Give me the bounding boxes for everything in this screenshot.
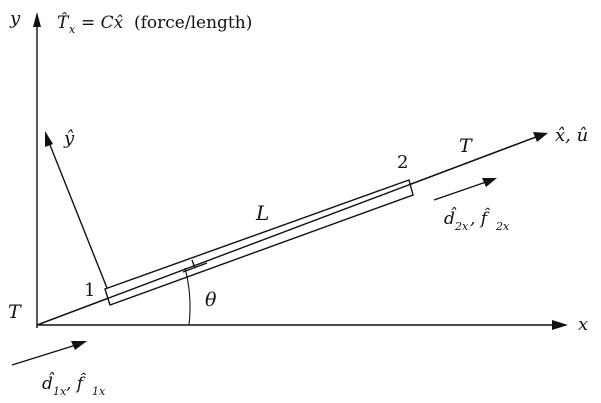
svg-text:T̂: T̂: [57, 13, 70, 33]
arrowhead-icon: [482, 178, 497, 187]
arrowhead-icon: [45, 131, 53, 147]
node-1-force-arrow: [11, 341, 87, 366]
node-2-force-arrow: [433, 178, 497, 201]
tension-right-label: T: [459, 135, 473, 157]
svg-text:(force/length): (force/length): [134, 13, 252, 33]
svg-text:d̂: d̂: [42, 372, 55, 394]
y-axis-label: y: [9, 8, 21, 29]
node-2-label: 2: [397, 152, 408, 173]
length-label: L: [255, 201, 269, 225]
svg-text:x: x: [69, 23, 76, 36]
svg-text:1x: 1x: [92, 385, 106, 398]
angle-arc: [184, 267, 191, 326]
arrowhead-icon: [71, 341, 87, 350]
local-y-axis: [45, 131, 110, 294]
global-x-axis: [37, 320, 568, 330]
angle-label: θ: [205, 289, 217, 311]
node-2-dof-label: d̂ 2x , f̂ 2x: [444, 207, 510, 233]
node-1-dof-label: d̂ 1x , f̂ 1x: [42, 372, 106, 398]
svg-text:d̂: d̂: [444, 207, 457, 229]
x-axis-label: x: [578, 314, 588, 335]
svg-text:1x: 1x: [53, 385, 67, 398]
bar-element: [104, 179, 414, 306]
distributed-load-label: T̂ x = Cx̂ (force/length): [57, 13, 252, 36]
svg-text:, f̂: , f̂: [470, 208, 491, 229]
arrowhead-icon: [533, 132, 548, 142]
svg-text:, f̂: , f̂: [66, 373, 87, 394]
local-y-axis-label: ŷ: [63, 128, 75, 149]
arrowhead-icon: [33, 12, 41, 27]
tension-left-label: T: [8, 301, 22, 323]
svg-text:2x: 2x: [495, 220, 510, 233]
local-x-axis-label: x̂, û: [555, 125, 588, 146]
global-y-axis: [33, 12, 41, 328]
node-1-label: 1: [84, 280, 95, 301]
arrowhead-icon: [552, 320, 568, 330]
svg-text:2x: 2x: [454, 220, 469, 233]
svg-text:= Cx̂: = Cx̂: [81, 13, 124, 33]
